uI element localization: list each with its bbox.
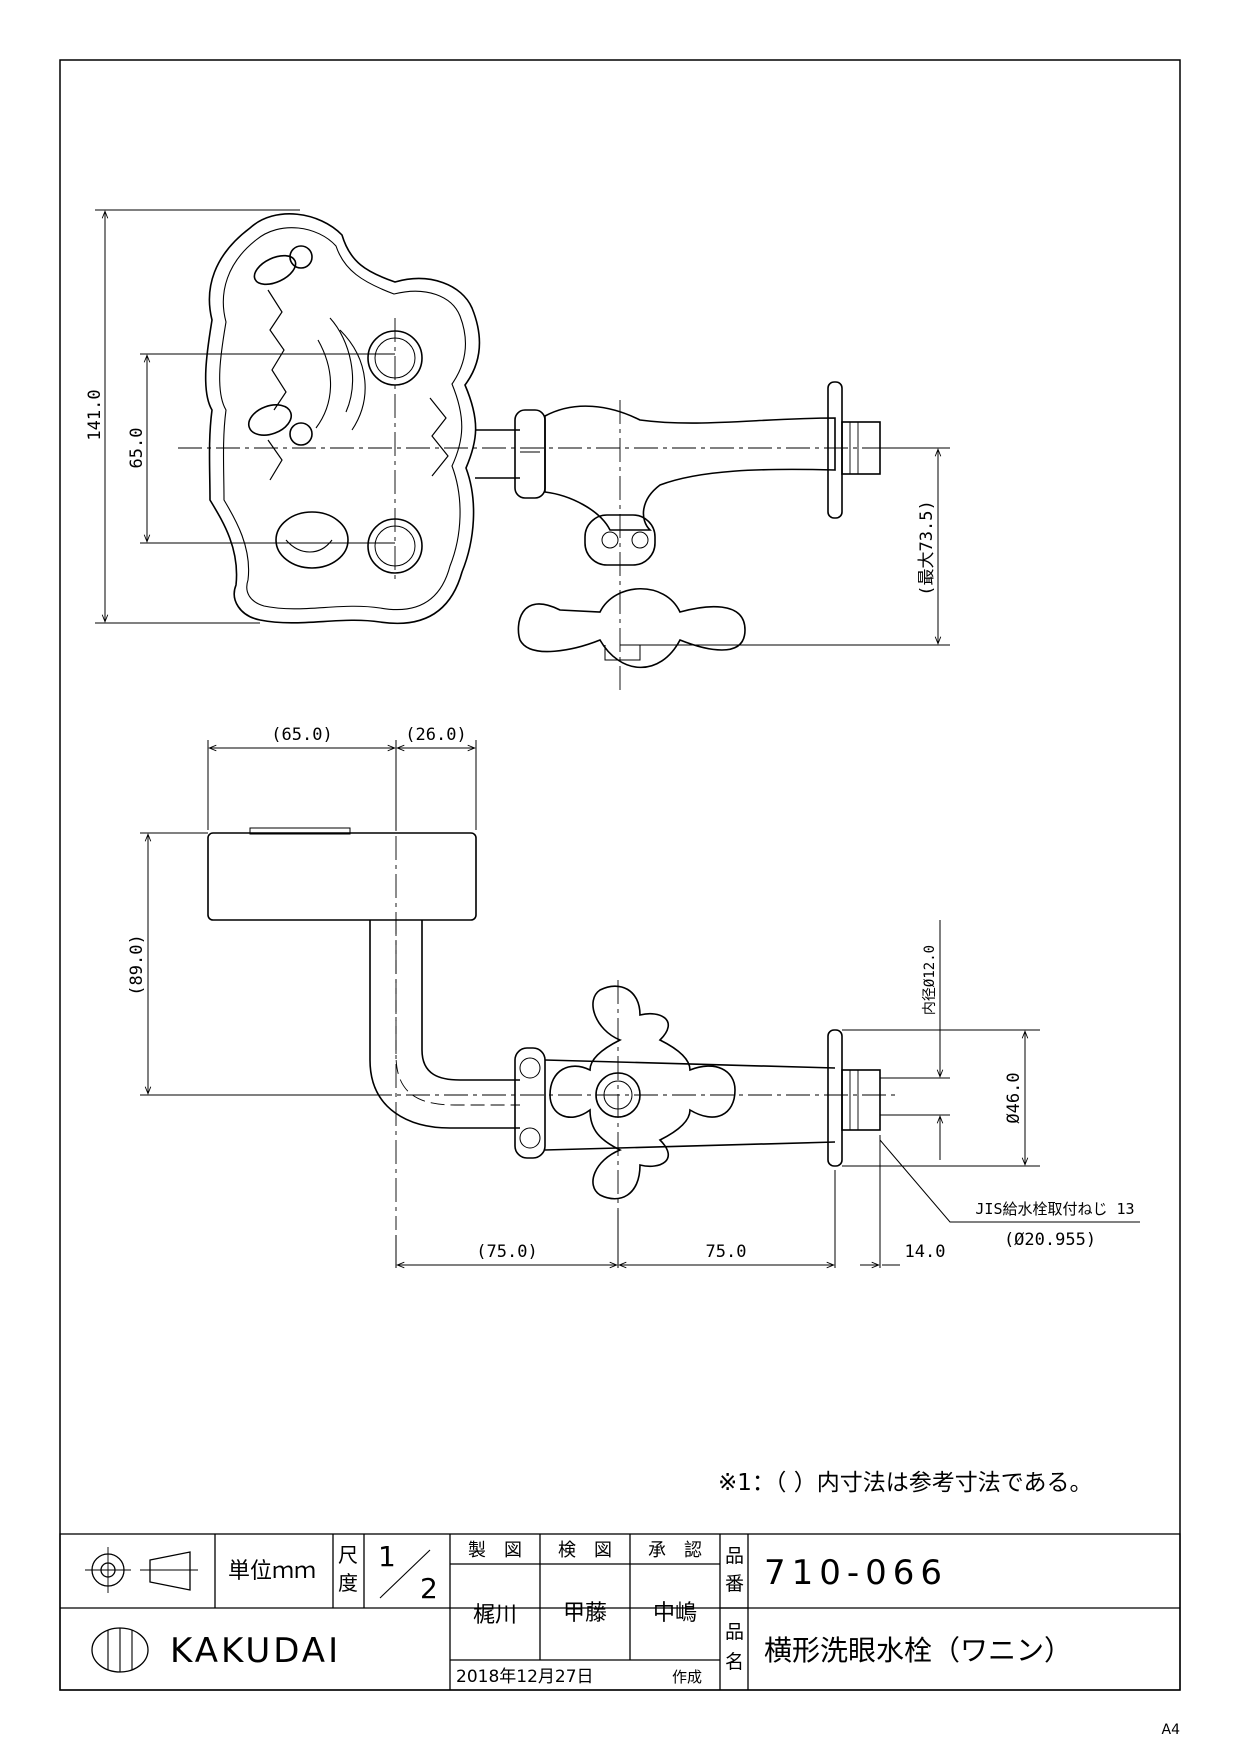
scale-label-2: 度 bbox=[338, 1571, 358, 1595]
top-view-centerlines bbox=[178, 318, 930, 690]
dim-side-bowl-width: (65.0) bbox=[271, 725, 332, 745]
dim-side-height: (89.0) bbox=[127, 934, 147, 995]
dim-left-length: (75.0) bbox=[476, 1242, 537, 1262]
dim-thread-spec: JIS給水栓取付ねじ 13 bbox=[975, 1200, 1134, 1218]
approved-by: 中嶋 bbox=[653, 1601, 697, 1626]
made-header: 製 図 bbox=[468, 1540, 522, 1561]
part-number: 710-066 bbox=[764, 1553, 948, 1593]
dim-thread-diameter: (Ø20.955) bbox=[1004, 1230, 1096, 1250]
created-label: 作成 bbox=[672, 1668, 702, 1686]
dim-thread-length: 14.0 bbox=[905, 1242, 946, 1262]
bowl-inner-rim bbox=[219, 227, 467, 611]
dim-max-height: (最大73.5) bbox=[917, 500, 937, 595]
dim-right-length: 75.0 bbox=[706, 1242, 747, 1262]
part-name: 横形洗眼水栓（ワニン） bbox=[764, 1634, 1072, 1667]
reference-note: ※1：（ ）内寸法は参考寸法である。 bbox=[718, 1470, 1093, 1496]
title-block bbox=[59, 1533, 1181, 1691]
part-name-label-2: 名 bbox=[725, 1651, 744, 1673]
scale-label-1: 尺 bbox=[338, 1543, 358, 1567]
scale-denominator: 2 bbox=[420, 1572, 438, 1605]
part-no-label-2: 番 bbox=[725, 1573, 744, 1595]
part-name-label-1: 品 bbox=[725, 1621, 744, 1643]
approve-header: 承 認 bbox=[648, 1540, 702, 1561]
company-name: KAKUDAI bbox=[170, 1631, 341, 1671]
dim-top-height: 141.0 bbox=[85, 389, 105, 440]
side-view-centerlines bbox=[140, 760, 900, 1230]
top-view-dimensions bbox=[95, 209, 950, 646]
side-view bbox=[207, 827, 881, 1200]
top-view bbox=[204, 213, 881, 669]
side-view-dimensions bbox=[140, 740, 1140, 1269]
scale-numerator: 1 bbox=[378, 1540, 396, 1573]
dim-flange-diameter: Ø46.0 bbox=[1004, 1072, 1024, 1123]
part-no-label-1: 品 bbox=[725, 1545, 744, 1567]
bowl-outline bbox=[204, 213, 481, 625]
check-header: 検 図 bbox=[558, 1540, 612, 1561]
dim-side-bowl-offset: (26.0) bbox=[405, 725, 466, 745]
dim-inner-diameter: 内径Ø12.0 bbox=[922, 945, 938, 1015]
paper-size: A4 bbox=[1161, 1722, 1180, 1738]
made-by: 梶川 bbox=[473, 1603, 517, 1628]
drawing-frame bbox=[59, 59, 1181, 1691]
unit-label: 単位ｍｍ bbox=[228, 1559, 316, 1584]
drawing-date: 2018年12月27日 bbox=[456, 1667, 594, 1687]
dim-spout-spacing: 65.0 bbox=[127, 428, 147, 469]
checked-by: 甲藤 bbox=[563, 1601, 607, 1626]
